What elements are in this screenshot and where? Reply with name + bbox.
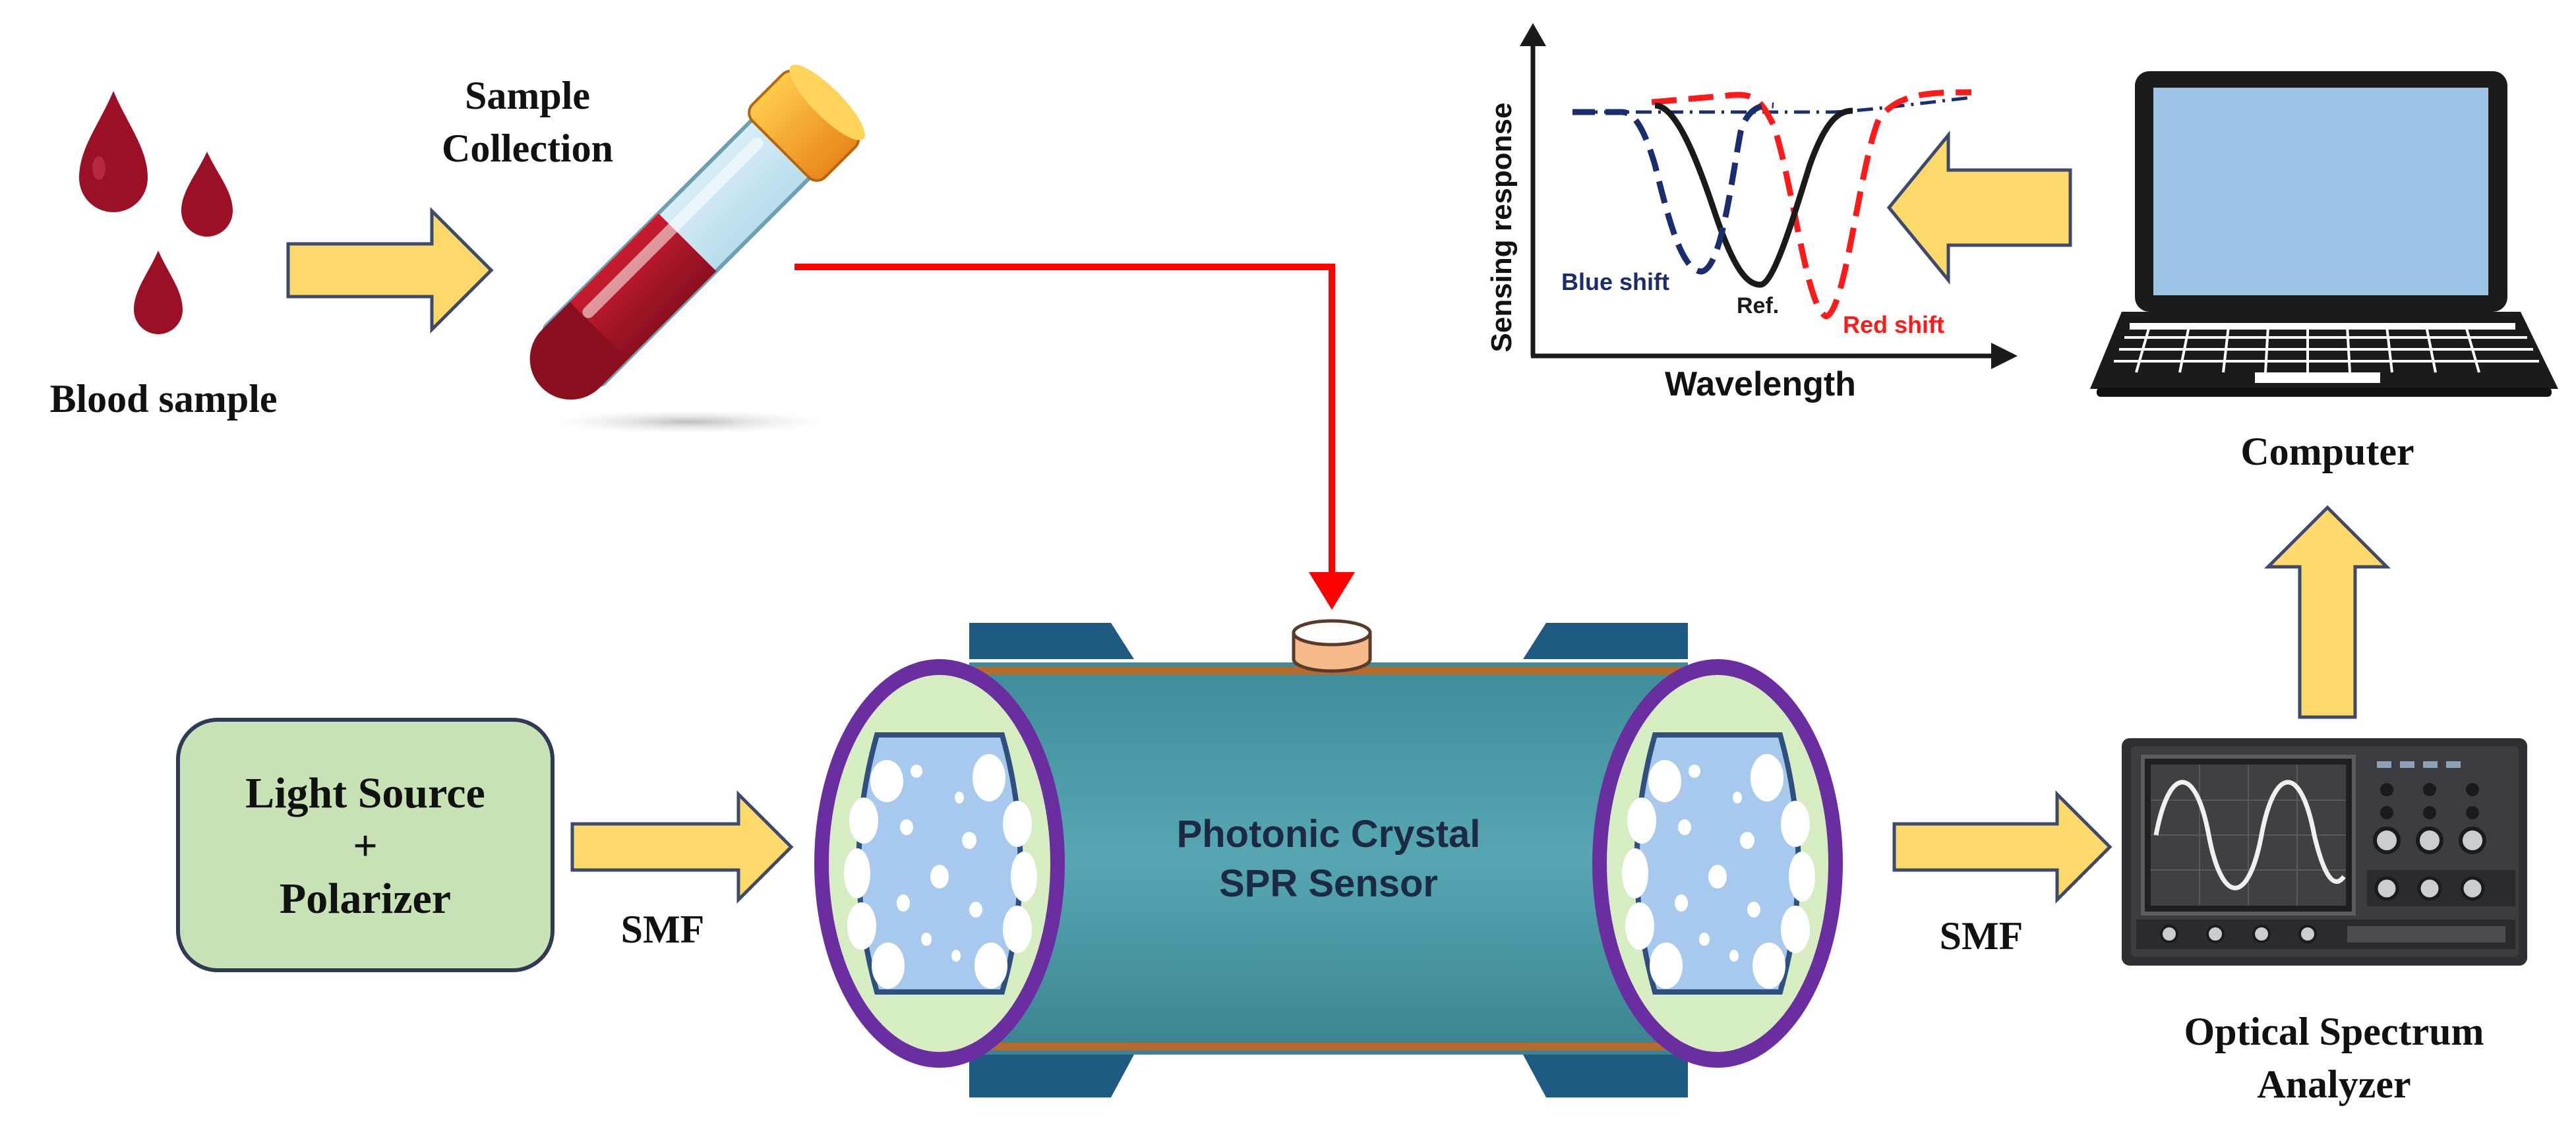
test-tube-icon [529, 65, 865, 434]
fiber-end-right-icon [1592, 659, 1843, 1068]
smf-left-label: SMF [621, 908, 705, 951]
sensor-label-line1: Photonic Crystal [1177, 813, 1481, 856]
arrow-light-to-sensor [570, 790, 794, 904]
osa-label-line1: Optical Spectrum [2184, 1010, 2484, 1053]
computer-label: Computer [2240, 430, 2414, 473]
sample-collection-label-line1: Sample [465, 74, 590, 117]
red-shift-curve [1651, 89, 1972, 320]
blood-drops-icon [79, 91, 233, 334]
arrow-sensor-to-osa [1892, 790, 2112, 904]
sample-flow-arrowhead [1309, 572, 1355, 610]
red-shift-label: Red shift [1843, 311, 1944, 338]
fiber-end-left-icon [814, 659, 1065, 1068]
laptop-icon [2090, 71, 2558, 397]
osa-device-icon [2122, 738, 2527, 966]
light-source-label-line3: Polarizer [280, 875, 451, 923]
sensor-label-line2: SPR Sensor [1219, 862, 1438, 905]
sample-flow-line [794, 264, 1335, 593]
smf-right-label: SMF [1940, 914, 2023, 958]
arrow-blood-to-tube [286, 206, 494, 334]
blue-shift-label: Blue shift [1561, 268, 1669, 295]
light-source-box [176, 718, 554, 972]
pcf-spr-sensor [969, 619, 1688, 1097]
sample-collection-label-line2: Collection [442, 127, 613, 170]
ref-label: Ref. [1737, 293, 1779, 318]
blue-shift-curve [1573, 102, 1774, 275]
ref-curve [1654, 102, 1853, 288]
inset-baseline-curve [1573, 96, 1972, 114]
osa-label-line2: Analyzer [2257, 1062, 2411, 1106]
blood-sample-label: Blood sample [49, 377, 277, 421]
light-source-label-line1: Light Source [245, 769, 485, 817]
arrow-osa-to-computer [2263, 505, 2391, 719]
light-source-label-line2: + [353, 822, 378, 870]
inset-plot: Sensing response Wavelength Blue shift R… [1485, 23, 2018, 403]
inset-plot-ylabel: Sensing response [1485, 102, 1518, 352]
arrow-computer-to-plot [1886, 130, 2072, 285]
inset-plot-xlabel: Wavelength [1665, 365, 1856, 403]
